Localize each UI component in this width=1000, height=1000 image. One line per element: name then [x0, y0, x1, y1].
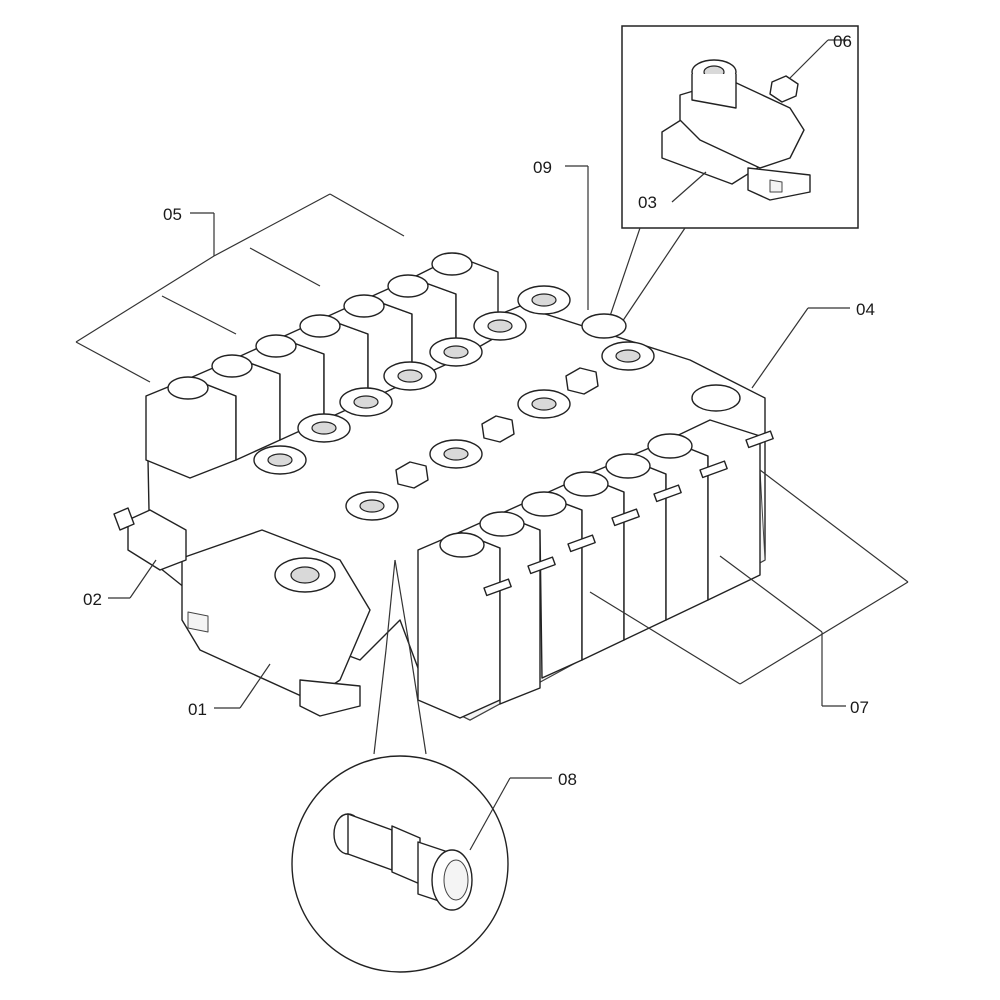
cartridge-valve-part-08 — [333, 813, 473, 911]
leader-05 — [75, 193, 405, 383]
callout-06: 06 — [833, 32, 852, 51]
leader-07 — [589, 469, 909, 707]
callout-03: 03 — [638, 193, 657, 212]
leader-02 — [108, 559, 157, 599]
top-port-fittings — [253, 285, 655, 521]
hex-nut-part-06 — [769, 75, 799, 103]
callout-02: 02 — [83, 590, 102, 609]
leader-01 — [214, 663, 271, 709]
valve-block-assembly — [113, 252, 774, 721]
callout-07: 07 — [850, 698, 869, 717]
rear-solenoid-row — [145, 252, 499, 479]
callout-05: 05 — [163, 205, 182, 224]
callout-01: 01 — [188, 700, 207, 719]
inlet-module — [113, 507, 371, 717]
callout-09: 09 — [533, 158, 552, 177]
detail-inset-box: 06 03 — [607, 25, 859, 329]
front-solenoid-row — [417, 384, 774, 719]
leader-04 — [751, 307, 850, 389]
end-bracket-part-03 — [661, 59, 811, 201]
callout-08: 08 — [558, 770, 577, 789]
leader-09 — [565, 165, 589, 310]
callout-04: 04 — [856, 300, 875, 319]
cartridge-detail-circle — [291, 559, 552, 973]
